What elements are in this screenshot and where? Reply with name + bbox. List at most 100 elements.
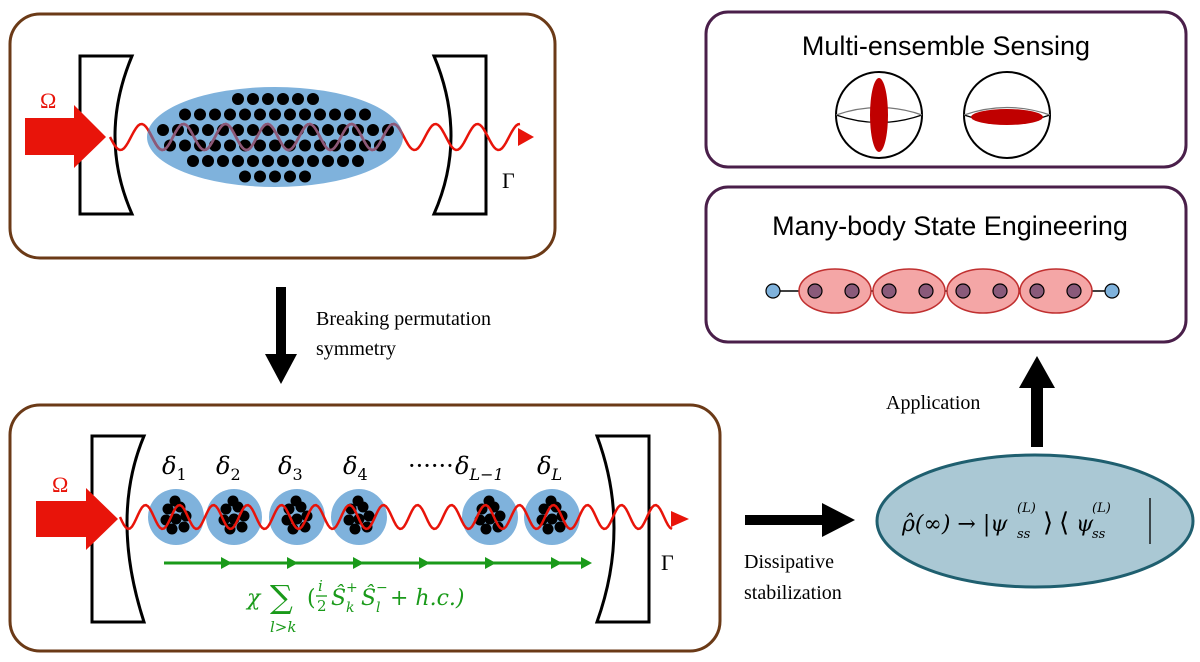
ensemble-atom xyxy=(357,501,369,513)
atom-58 xyxy=(307,155,319,167)
chiral-coupling-arrows xyxy=(164,557,592,569)
atom-44 xyxy=(299,139,311,152)
chain-site xyxy=(844,283,860,299)
atom-10 xyxy=(239,108,251,121)
top-atoms xyxy=(157,93,394,183)
chain-site xyxy=(1029,283,1045,299)
ensemble-atom xyxy=(220,503,232,515)
atom-0 xyxy=(232,93,244,105)
ensemble-6 xyxy=(524,489,580,545)
ensemble-atom xyxy=(295,501,307,513)
ensemble-atom xyxy=(170,513,182,525)
bottom-gamma-label: Γ xyxy=(661,550,674,575)
atom-42 xyxy=(269,139,281,152)
chain-site xyxy=(992,283,1008,299)
engineering-title: Many-body State Engineering xyxy=(772,211,1128,241)
atom-16 xyxy=(329,108,341,121)
ensemble-atom xyxy=(480,523,492,535)
formula-open-paren: ( xyxy=(307,586,316,611)
atom-1 xyxy=(247,93,259,105)
atom-50 xyxy=(187,155,199,167)
detuning-label-7: δL xyxy=(537,452,562,484)
chain-end-site xyxy=(765,283,781,299)
atom-29 xyxy=(307,124,319,136)
steady-state-ellipse: ρ̂(∞) → |ψ (L) ss ⟩ ⟨ ψ (L) ss xyxy=(875,453,1195,589)
sensing-title: Multi-ensemble Sensing xyxy=(802,31,1090,61)
formula-op1-sup: + xyxy=(346,580,358,596)
detuning-label-3: δ3 xyxy=(278,452,303,484)
atom-21 xyxy=(187,124,199,136)
bottom-output-arrowhead-icon xyxy=(671,511,689,527)
steady-state-sup2: (L) xyxy=(1092,501,1111,516)
chain-site xyxy=(918,283,934,299)
detuning-label-6: δL−1 xyxy=(455,452,504,484)
atom-27 xyxy=(277,124,289,136)
atom-55 xyxy=(262,155,274,167)
atom-4 xyxy=(292,93,304,105)
atom-18 xyxy=(359,108,371,121)
atom-60 xyxy=(337,155,349,167)
top-pump-arrow-icon xyxy=(25,105,106,168)
coupling-arrowhead-icon xyxy=(287,557,298,569)
formula-frac-den: 2 xyxy=(317,597,327,615)
steady-state-sup1: (L) xyxy=(1017,501,1036,516)
atom-57 xyxy=(292,155,304,167)
coupling-arrowhead-icon xyxy=(419,557,430,569)
coupling-arrowhead-icon xyxy=(485,557,496,569)
atom-51 xyxy=(202,155,214,167)
top-cavity-panel: Ω Γ xyxy=(8,12,557,260)
dissipative-arrow: Dissipative stabilization xyxy=(744,503,855,604)
formula-op2-sup: − xyxy=(376,580,388,596)
steady-state-sub2: ss xyxy=(1092,527,1106,542)
steady-state-ellipse-shape xyxy=(875,453,1195,589)
atom-63 xyxy=(254,170,266,183)
chain-site xyxy=(955,283,971,299)
ensemble-atom xyxy=(166,523,178,535)
formula-op2: Ŝ xyxy=(361,584,376,611)
atom-22 xyxy=(202,124,214,136)
bottom-pump-arrow-icon xyxy=(36,488,118,550)
top-right-mirror-icon xyxy=(431,54,488,216)
down-arrow-shaft xyxy=(276,287,286,357)
ensemble-atom xyxy=(361,521,373,533)
steady-state-ket-close: ⟩ xyxy=(1043,508,1053,538)
atom-9 xyxy=(224,108,236,121)
coupling-arrowhead-icon xyxy=(581,557,592,569)
application-label: Application xyxy=(886,392,980,414)
chain-pair-ellipse xyxy=(798,268,872,314)
atom-5 xyxy=(307,93,319,105)
ensemble-atom xyxy=(546,513,558,525)
formula-op1-sub: k xyxy=(346,600,354,616)
coupling-formula: χ ∑ l>k ( i 2 Ŝ + k Ŝ − l + h.c.) xyxy=(245,577,465,636)
top-omega-label: Ω xyxy=(40,88,56,113)
atom-12 xyxy=(269,108,281,121)
atom-30 xyxy=(322,124,334,136)
top-cavity-field-wave-inside-cloud xyxy=(147,122,403,152)
chain-pair-ellipse xyxy=(946,268,1020,314)
detuning-label-5: ······ xyxy=(408,452,454,480)
bottom-cavity-field-wave xyxy=(118,503,673,531)
sensing-box: Multi-ensemble Sensing xyxy=(704,10,1188,169)
atom-62 xyxy=(239,170,251,183)
dissipative-label-line1: Dissipative xyxy=(744,551,834,573)
bottom-panel-border xyxy=(8,403,722,653)
steady-state-formula: ρ̂(∞) → |ψ xyxy=(901,512,1008,537)
atom-3 xyxy=(277,93,289,105)
steady-state-psi2: ψ xyxy=(1076,512,1094,537)
formula-op2-sub: l xyxy=(376,600,380,616)
atom-6 xyxy=(179,108,191,121)
chain-site xyxy=(807,283,823,299)
spin-chain-diagram xyxy=(765,268,1120,314)
atom-19 xyxy=(157,124,169,136)
atom-33 xyxy=(367,124,379,136)
atom-64 xyxy=(269,170,281,183)
atom-59 xyxy=(322,155,334,167)
ensembles-group xyxy=(148,489,580,545)
atom-17 xyxy=(344,108,356,121)
formula-chi: χ xyxy=(245,586,262,611)
dissipative-label-line2: stabilization xyxy=(744,582,842,604)
top-output-arrowhead-icon xyxy=(518,128,534,146)
